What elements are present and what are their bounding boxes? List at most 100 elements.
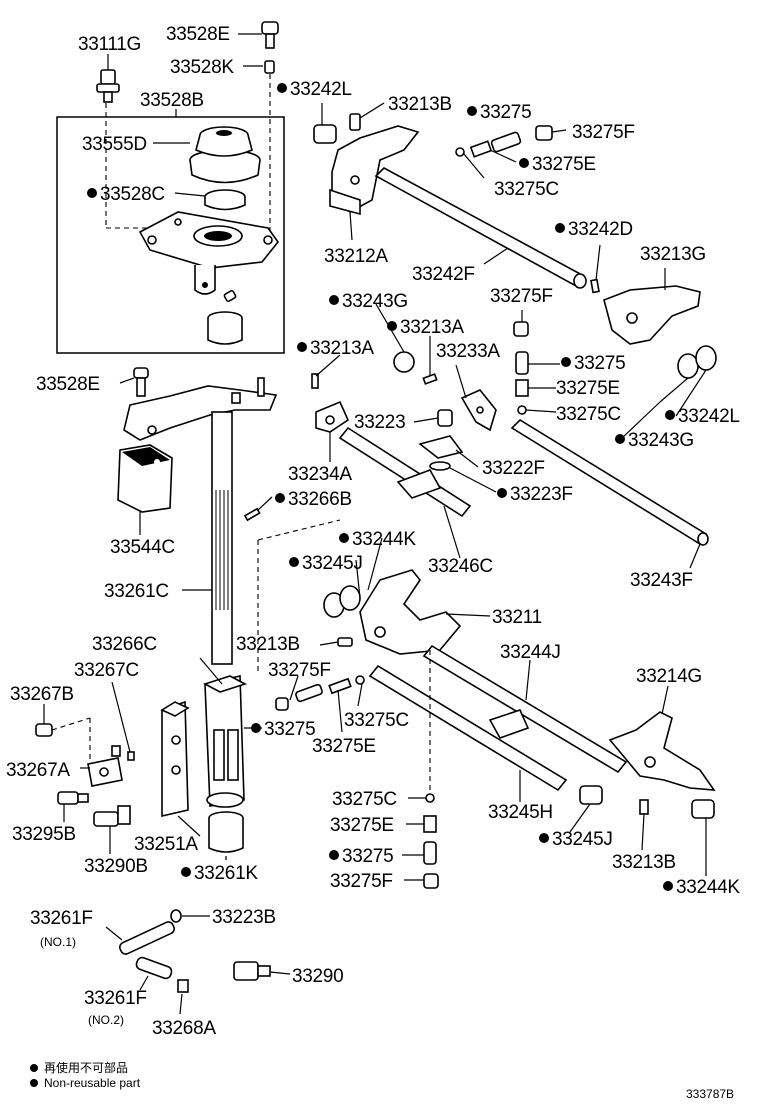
- shift-lever-plate-shape: [123, 377, 278, 441]
- legend-dot-jp: [30, 1064, 38, 1072]
- label-33213B-a: 33213B: [388, 94, 452, 115]
- shaft-33261F-2-shape: [135, 956, 173, 980]
- label-33244J: 33244J: [500, 642, 561, 663]
- switch-33295B-shape: [57, 791, 89, 805]
- nonreusable-dot: [555, 223, 565, 233]
- label-33243F: 33243F: [630, 570, 693, 591]
- label-33243G-a: 33243G: [342, 291, 408, 312]
- pin-33213A-b-shape: [422, 373, 438, 385]
- block-33544C-shape: [117, 444, 173, 513]
- collar-shape: [207, 311, 243, 345]
- pin-33528K-shape: [264, 60, 275, 74]
- label-33213A-b: 33213A: [310, 338, 374, 359]
- nonreusable-dot: [615, 434, 625, 444]
- label-33275C-d: 33275C: [332, 789, 397, 810]
- bushing-33244K-b-shape: [691, 799, 715, 819]
- label-33544C: 33544C: [110, 537, 175, 558]
- note-no1: (NO.1): [40, 935, 76, 949]
- nonreusable-dot: [561, 357, 571, 367]
- switch-33290B-shape: [93, 805, 131, 827]
- label-33266B: 33266B: [288, 489, 352, 510]
- label-33295B: 33295B: [12, 824, 76, 845]
- pin-33266B-shape: [243, 507, 261, 522]
- label-33251A: 33251A: [134, 834, 198, 855]
- label-33275-a: 33275: [480, 102, 531, 123]
- fork-33211-shape: [359, 569, 462, 655]
- label-33528C: 33528C: [100, 184, 165, 205]
- label-33290B: 33290B: [84, 856, 148, 877]
- label-33245J-a: 33245J: [302, 553, 363, 574]
- label-33275F-b: 33275F: [490, 286, 553, 307]
- label-33242L-b: 33242L: [678, 406, 740, 427]
- label-33275-b: 33275: [574, 353, 625, 374]
- fork-33212A-shape: [329, 125, 420, 216]
- pin-33223-shape: [437, 409, 453, 427]
- nonreusable-dot: [297, 342, 307, 352]
- label-33266C: 33266C: [92, 634, 157, 655]
- label-33275C-b: 33275C: [556, 404, 621, 425]
- label-33275-d: 33275: [342, 846, 393, 867]
- note-no2: (NO.2): [88, 1013, 124, 1027]
- nonreusable-dot: [87, 188, 97, 198]
- bushing-33242L-shape: [313, 124, 337, 144]
- label-33275F-c: 33275F: [268, 660, 331, 681]
- label-33222F: 33222F: [482, 458, 545, 479]
- detent-group-a-shape: [455, 125, 553, 158]
- pin-33267C-shape: [127, 751, 135, 761]
- nonreusable-dot: [329, 295, 339, 305]
- label-33275E-a: 33275E: [532, 154, 596, 175]
- bolt-33213B-a-shape: [349, 113, 361, 131]
- label-33244K-b: 33244K: [676, 877, 740, 898]
- nonreusable-dot: [467, 106, 477, 116]
- fork-33213G-shape: [603, 285, 701, 345]
- detent-group-d-shape: [423, 793, 439, 889]
- label-33223: 33223: [354, 412, 405, 433]
- block-33234A-shape: [315, 400, 350, 433]
- bolt-33528E-shape: [261, 21, 279, 49]
- shaft-33261F-1-shape: [119, 921, 175, 955]
- rail-33246C-shape: [338, 426, 472, 518]
- rail-33242F-shape: [374, 167, 587, 289]
- label-33261F-b: 33261F: [84, 988, 147, 1009]
- label-33290: 33290: [292, 966, 343, 987]
- head-33266C-shape: [202, 675, 248, 808]
- label-33275E-d: 33275E: [330, 815, 394, 836]
- figure-id: 333787B: [686, 1087, 734, 1101]
- sleeve-33261K-shape: [208, 811, 244, 853]
- bolt-33267B-shape: [35, 723, 53, 737]
- label-33275E-b: 33275E: [556, 378, 620, 399]
- label-33242D: 33242D: [568, 219, 633, 240]
- label-33246C: 33246C: [428, 556, 493, 577]
- housing-33251A-shape: [160, 700, 190, 818]
- label-33242L-a: 33242L: [290, 79, 352, 100]
- bolt-33213B-c-shape: [639, 799, 649, 815]
- label-33242F: 33242F: [412, 264, 475, 285]
- label-33245H: 33245H: [488, 802, 553, 823]
- nonreusable-dot: [665, 410, 675, 420]
- label-33212A: 33212A: [324, 246, 388, 267]
- bolt-33528E-b-shape: [133, 367, 149, 397]
- label-33275-c: 33275: [264, 719, 315, 740]
- nonreusable-dot: [275, 493, 285, 503]
- nonreusable-dot: [339, 533, 349, 543]
- nonreusable-dot: [329, 850, 339, 860]
- label-33233A: 33233A: [436, 341, 500, 362]
- label-33245J-b: 33245J: [552, 829, 613, 850]
- pin-33213A-a-shape: [311, 373, 319, 389]
- nonreusable-dot: [277, 83, 287, 93]
- label-33213A-a: 33213A: [400, 317, 464, 338]
- nonreusable-dot: [663, 881, 673, 891]
- label-33243G-b: 33243G: [628, 430, 694, 451]
- breather-33111G-shape: [96, 69, 120, 103]
- label-33223B: 33223B: [212, 907, 276, 928]
- label-33261F-a: 33261F: [30, 908, 93, 929]
- bushing-33243G-a-shape: [393, 351, 415, 373]
- boot-33555D-shape: [189, 126, 261, 184]
- ring-33223F-shape: [429, 461, 451, 471]
- small-pin-shape: [223, 289, 237, 303]
- bushing-33245J-b-shape: [579, 785, 603, 805]
- nonreusable-dot: [519, 158, 529, 168]
- bracket-33267A-shape: [87, 745, 123, 787]
- label-33528E-a: 33528E: [166, 24, 230, 45]
- nonreusable-dot: [387, 321, 397, 331]
